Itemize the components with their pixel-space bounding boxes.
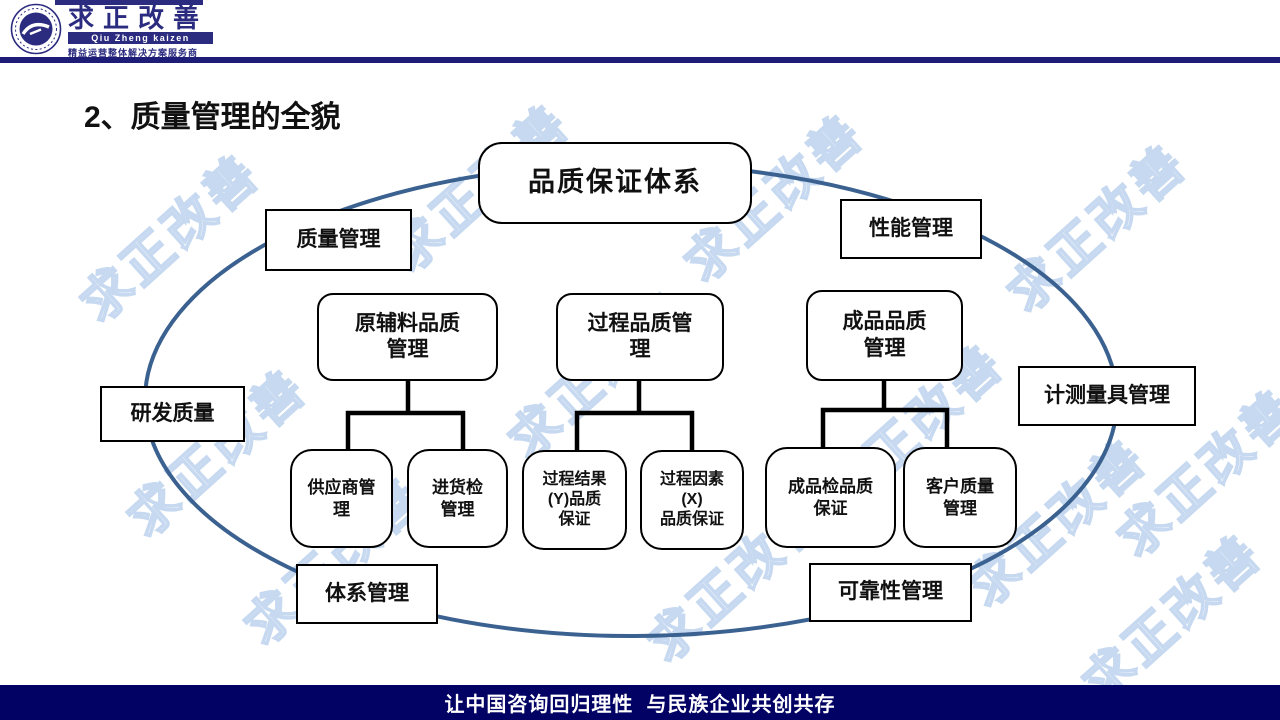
node-reliability-mgmt: 可靠性管理 bbox=[809, 563, 972, 622]
node-process-factor-x: 过程因素 (X) 品质保证 bbox=[640, 450, 744, 550]
brand-name: 求正改善 bbox=[68, 3, 209, 33]
node-incoming-inspection: 进货检 管理 bbox=[407, 449, 508, 548]
connector-finished-group bbox=[820, 381, 950, 447]
connector-process-group bbox=[574, 381, 695, 450]
node-rd-quality: 研发质量 bbox=[100, 386, 245, 442]
node-quality-assurance-system: 品质保证体系 bbox=[478, 142, 752, 224]
logo: 求正改善 Qiu Zheng kaizen 精益运营整体解决方案服务商 bbox=[10, 3, 213, 59]
node-customer-quality: 客户质量 管理 bbox=[903, 447, 1017, 548]
node-finished-inspection: 成品检品质 保证 bbox=[765, 447, 896, 548]
footer-slogan: 让中国咨询回归理性 与民族企业共创共存 bbox=[444, 694, 836, 716]
header-divider bbox=[0, 57, 1280, 63]
node-measuring-instrument-mgmt: 计测量具管理 bbox=[1018, 366, 1196, 426]
node-supplier-mgmt: 供应商管 理 bbox=[290, 449, 393, 548]
logo-text-block: 求正改善 Qiu Zheng kaizen 精益运营整体解决方案服务商 bbox=[68, 3, 213, 59]
node-process-quality: 过程品质管 理 bbox=[556, 293, 724, 381]
node-raw-material-quality: 原辅料品质 管理 bbox=[317, 293, 498, 381]
node-system-mgmt: 体系管理 bbox=[296, 564, 438, 624]
node-finished-product-quality: 成品品质 管理 bbox=[806, 290, 963, 381]
node-performance-mgmt: 性能管理 bbox=[840, 199, 982, 259]
node-process-result-y: 过程结果 (Y)品质 保证 bbox=[522, 450, 627, 550]
brand-name-en: Qiu Zheng kaizen bbox=[68, 32, 213, 44]
header-top-stripe bbox=[55, 0, 203, 5]
brand-tagline: 精益运营整体解决方案服务商 bbox=[68, 48, 199, 58]
footer-bar: 让中国咨询回归理性 与民族企业共创共存 bbox=[0, 685, 1280, 720]
connector-raw-material-group bbox=[345, 381, 466, 449]
page-title: 2、质量管理的全貌 bbox=[84, 101, 341, 134]
node-quality-mgmt: 质量管理 bbox=[265, 209, 412, 271]
logo-emblem-icon bbox=[10, 3, 62, 55]
